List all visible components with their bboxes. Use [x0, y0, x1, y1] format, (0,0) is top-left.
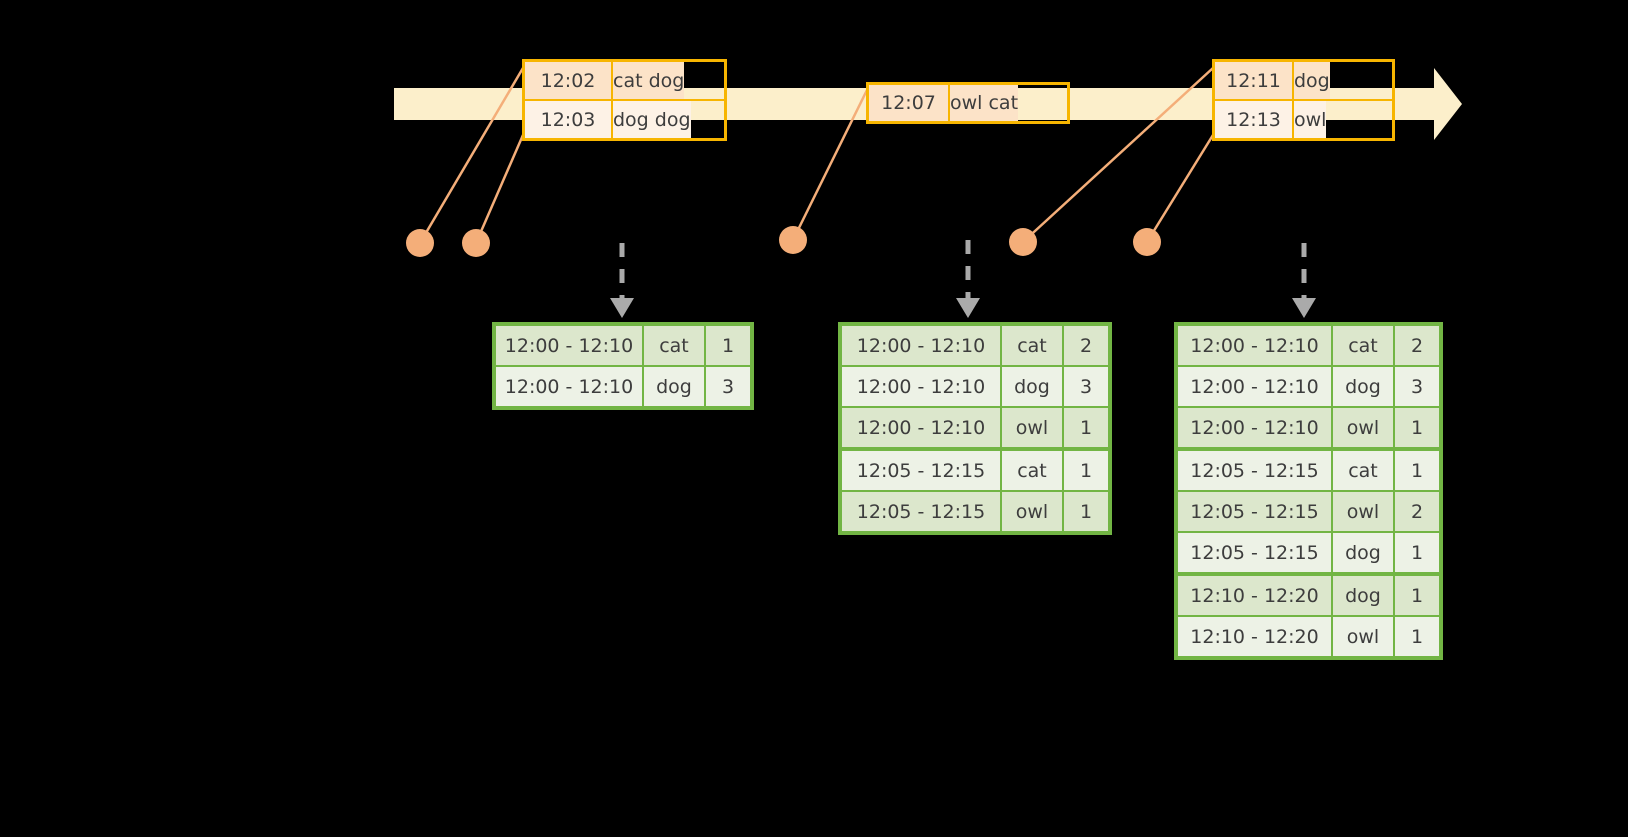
event-box-2[interactable]: 12:07 owl cat [866, 82, 1070, 124]
cell-key: dog [644, 367, 706, 406]
cell-key: dog [1333, 533, 1395, 572]
event-row: 12:13 owl [1215, 99, 1392, 138]
cell-window: 12:05 - 12:15 [842, 492, 1002, 531]
marker-12-13-connector [1145, 134, 1215, 243]
cell-window: 12:05 - 12:15 [842, 451, 1002, 490]
event-row: 12:11 dog [1215, 62, 1392, 99]
cell-window: 12:00 - 12:10 [1178, 408, 1333, 447]
cell-window: 12:00 - 12:10 [842, 326, 1002, 365]
event-words: cat dog [613, 62, 685, 99]
cell-window: 12:10 - 12:20 [1178, 576, 1333, 615]
event-row: 12:03 dog dog [525, 99, 724, 138]
cell-count: 3 [1395, 367, 1439, 406]
cell-key: dog [1333, 367, 1395, 406]
event-row: 12:02 cat dog [525, 62, 724, 99]
cell-count: 1 [1064, 451, 1108, 490]
cell-count: 3 [1064, 367, 1108, 406]
marker-12-07[interactable] [779, 226, 807, 254]
cell-count: 1 [706, 326, 750, 365]
cell-window: 12:00 - 12:10 [1178, 326, 1333, 365]
cell-count: 3 [706, 367, 750, 406]
cell-key: owl [1333, 408, 1395, 447]
cell-key: cat [1333, 451, 1395, 490]
cell-count: 2 [1064, 326, 1108, 365]
event-time: 12:11 [1215, 62, 1294, 99]
event-row: 12:07 owl cat [869, 85, 1067, 121]
cell-window: 12:00 - 12:10 [496, 326, 644, 365]
marker-12-03[interactable] [462, 229, 490, 257]
cell-key: cat [644, 326, 706, 365]
event-time: 12:03 [525, 101, 613, 138]
marker-12-02[interactable] [406, 229, 434, 257]
event-words: dog dog [613, 101, 691, 138]
cell-count: 2 [1395, 492, 1439, 531]
cell-count: 2 [1395, 326, 1439, 365]
cell-window: 12:05 - 12:15 [1178, 533, 1333, 572]
cell-count: 1 [1395, 451, 1439, 490]
flow-arrow-1-head-icon [610, 298, 634, 318]
cell-count: 1 [1395, 408, 1439, 447]
cell-key: cat [1333, 326, 1395, 365]
event-time: 12:07 [869, 85, 950, 121]
flow-arrow-2-head-icon [956, 298, 980, 318]
marker-12-03-connector [474, 134, 525, 244]
cell-window: 12:00 - 12:10 [1178, 367, 1333, 406]
cell-window: 12:00 - 12:10 [842, 367, 1002, 406]
cell-key: cat [1002, 451, 1064, 490]
cell-window: 12:10 - 12:20 [1178, 617, 1333, 656]
marker-12-11[interactable] [1009, 228, 1037, 256]
cell-count: 1 [1395, 533, 1439, 572]
event-time: 12:02 [525, 62, 613, 99]
cell-key: dog [1333, 576, 1395, 615]
cell-count: 1 [1064, 492, 1108, 531]
cell-window: 12:00 - 12:10 [842, 408, 1002, 447]
cell-count: 1 [1395, 576, 1439, 615]
event-box-3[interactable]: 12:11 dog 12:13 owl [1212, 59, 1395, 141]
cell-window: 12:05 - 12:15 [1178, 492, 1333, 531]
cell-count: 1 [1064, 408, 1108, 447]
event-words: owl cat [950, 85, 1019, 121]
flow-arrow-3-head-icon [1292, 298, 1316, 318]
cell-window: 12:00 - 12:10 [496, 367, 644, 406]
cell-key: owl [1333, 617, 1395, 656]
timeline-arrowhead-icon [1400, 68, 1462, 140]
cell-key: cat [1002, 326, 1064, 365]
cell-count: 1 [1395, 617, 1439, 656]
cell-key: owl [1333, 492, 1395, 531]
cell-key: dog [1002, 367, 1064, 406]
cell-key: owl [1002, 408, 1064, 447]
event-words: dog [1294, 62, 1330, 99]
event-words: owl [1294, 101, 1327, 138]
cell-window: 12:05 - 12:15 [1178, 451, 1333, 490]
event-box-1[interactable]: 12:02 cat dog 12:03 dog dog [522, 59, 727, 141]
cell-key: owl [1002, 492, 1064, 531]
marker-12-13[interactable] [1133, 228, 1161, 256]
event-time: 12:13 [1215, 101, 1294, 138]
